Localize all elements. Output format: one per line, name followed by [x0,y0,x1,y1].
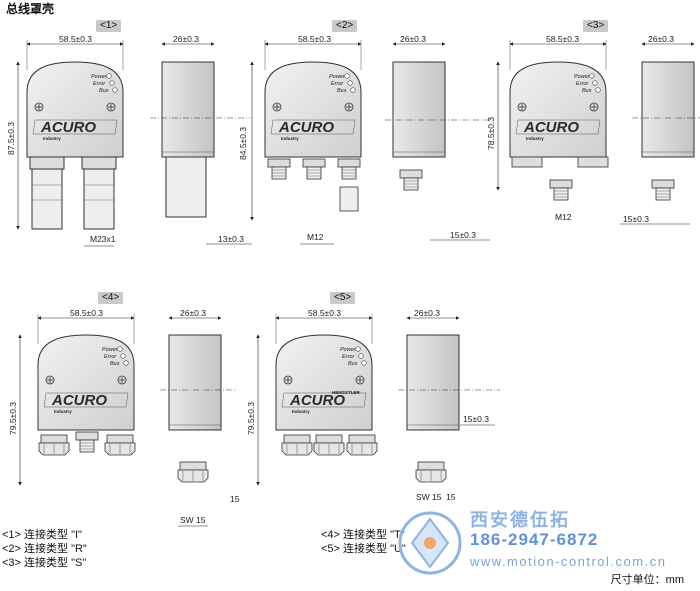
unit-label: 尺寸单位：mm [610,574,684,586]
device-label-group-2: Power Error Bus ACURO Industry [278,74,347,141]
acuro-logo: ACURO [278,119,334,136]
variant-2-height: 84.5±0.3 [238,127,248,160]
device-label-group-3: Power Error Bus ACURO Industry [523,74,592,141]
device-label-group-5: Power Error Bus HENGSTLER ACURO Industry [289,347,361,414]
led-label-error: Error [331,81,344,87]
variant-2-width: 58.5±0.3 [298,34,331,44]
legend-item: <1> 连接类型 "I" [2,529,82,541]
logo-sub: Industry [526,136,544,141]
logo-sub: Industry [281,136,299,141]
led-label-power: Power [340,347,357,353]
variant-2-offset: 15±0.3 [450,230,476,240]
legend-item: <2> 连接类型 "R" [2,543,87,555]
variant-tag-2: <2> [332,20,358,32]
maker-label: HENGSTLER [332,390,361,395]
variant-3-depth: 26±0.3 [648,34,674,44]
variant-1-thread: M23x1 [90,234,116,244]
acuro-logo: ACURO [40,119,96,136]
variant-tag-5: <5> [330,292,356,304]
led-label-error: Error [93,81,106,87]
page-title: 总线罩壳 [6,2,55,16]
led-label-power: Power [102,347,119,353]
logo-sub: Industry [43,136,61,141]
led-label-power: Power [91,74,108,80]
variant-4-depth: 26±0.3 [180,308,206,318]
variant-5-sw: SW 15 [416,492,442,502]
variant-4-sw: SW 15 [180,515,206,525]
variant-4-height: 79.5±0.3 [8,402,18,435]
variant-4-side-view [160,334,235,483]
variant-1-offset: 13±0.3 [218,234,244,244]
led-label-error: Error [104,354,117,360]
led-label-power: Power [574,74,591,80]
logo-sub: Industry [292,409,310,414]
device-label-group-4: Power Error Bus ACURO Industry [51,347,120,414]
variant-4-width: 58.5±0.3 [70,308,103,318]
variant-3-side-view [632,61,700,201]
led-label-bus: Bus [348,361,358,367]
led-label-bus: Bus [337,88,347,94]
variant-1-height: 87.5±0.3 [6,122,16,155]
legend-item: <5> 连接类型 "U" [321,543,406,555]
led-label-error: Error [576,81,589,87]
led-label-bus: Bus [582,88,592,94]
variant-1-side-view [150,61,250,218]
variant-tag-4: <4> [98,292,124,304]
led-label-bus: Bus [110,361,120,367]
variant-tag-3: <3> [583,20,609,32]
watermark-company: 西安德伍拓 [470,510,570,530]
variant-2-depth: 26±0.3 [400,34,426,44]
acuro-logo: ACURO [51,392,107,409]
watermark-phone: 186-2947-6872 [470,530,599,549]
variant-2-thread: M12 [307,232,324,242]
variant-1-width: 58.5±0.3 [59,34,92,44]
variant-3-height: 78.5±0.3 [486,117,496,150]
variant-3-front-view [509,61,609,201]
variant-3-thread: M12 [555,212,572,222]
variant-5-depth: 26±0.3 [414,308,440,318]
variant-5-side-dim: 15±0.3 [463,414,489,424]
variant-5-side-view [398,334,500,483]
legend-item: <4> 连接类型 "T" [321,529,405,541]
variant-1-front-view [26,61,124,230]
variant-5-offset: 15 [446,492,456,502]
variant-tag-1: <1> [96,20,122,32]
legend-right: <4> 连接类型 "T" <5> 连接类型 "U" [321,528,406,556]
legend-left: <1> 连接类型 "I" <2> 连接类型 "R" <3> 连接类型 "S" [2,528,87,570]
acuro-logo: ACURO [523,119,579,136]
variant-2-front-view [264,61,362,212]
legend-item: <3> 连接类型 "S" [2,557,87,569]
led-label-power: Power [329,74,346,80]
watermark-url: www.motion-control.com.cn [470,554,667,569]
led-label-bus: Bus [99,88,109,94]
led-label-error: Error [342,354,355,360]
variant-3-width: 58.5±0.3 [546,34,579,44]
device-label-group-1: Power Error Bus ACURO Industry [40,74,109,141]
variant-3-offset: 15±0.3 [623,214,649,224]
logo-sub: Industry [54,409,72,414]
watermark-logo-icon [398,511,462,575]
variant-5-width: 58.5±0.3 [308,308,341,318]
variant-5-height: 79.5±0.3 [246,402,256,435]
acuro-logo: ACURO [289,392,345,409]
variant-4-offset: 15 [230,494,240,504]
variant-1-depth: 26±0.3 [173,34,199,44]
variant-2-side-view [385,61,490,191]
